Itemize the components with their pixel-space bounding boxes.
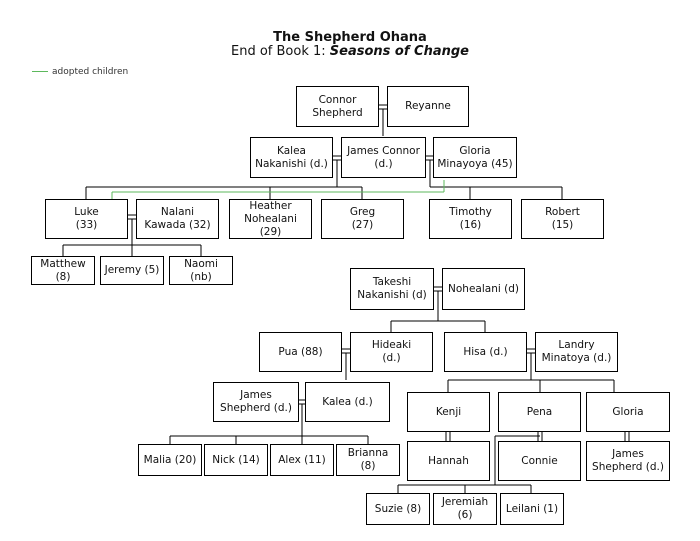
person-hisa: Hisa (d.)	[444, 332, 527, 372]
person-james-connor: James Connor (d.)	[341, 137, 426, 178]
legend-label: adopted children	[52, 67, 129, 77]
person-jeremy: Jeremy (5)	[100, 256, 164, 285]
diagram-subtitle: End of Book 1: Seasons of Change	[0, 44, 700, 59]
diagram-title: The Shepherd Ohana	[273, 30, 427, 45]
legend-swatch	[32, 71, 48, 72]
person-hideaki: Hideaki (d.)	[350, 332, 433, 372]
person-connie: Connie	[498, 441, 581, 481]
person-jeremiah: Jeremiah (6)	[433, 493, 497, 525]
person-leilani: Leilani (1)	[500, 493, 564, 525]
person-robert: Robert (15)	[521, 199, 604, 239]
person-kalea-nakanishi: Kalea Nakanishi (d.)	[250, 137, 333, 178]
person-connor-shepherd: Connor Shepherd	[296, 86, 379, 127]
person-luke: Luke (33)	[45, 199, 128, 239]
person-alex: Alex (11)	[270, 444, 334, 476]
person-brianna: Brianna (8)	[336, 444, 400, 476]
person-james-shepherd: James Shepherd (d.)	[213, 382, 299, 422]
subtitle-book: Seasons of Change	[329, 44, 469, 59]
person-gloria: Gloria	[586, 392, 670, 432]
person-kalea: Kalea (d.)	[305, 382, 390, 422]
person-pena: Pena	[498, 392, 581, 432]
person-reyanne: Reyanne	[387, 86, 469, 127]
person-heather-nohealani: Heather Nohealani (29)	[229, 199, 312, 239]
person-james-shepherd-2: James Shepherd (d.)	[586, 441, 670, 481]
person-nalani-kawada: Nalani Kawada (32)	[136, 199, 219, 239]
legend: adopted children	[32, 67, 128, 77]
person-hannah: Hannah	[407, 441, 490, 481]
person-kenji: Kenji	[407, 392, 490, 432]
person-takeshi-nakanishi: Takeshi Nakanishi (d)	[350, 268, 434, 310]
person-naomi: Naomi (nb)	[169, 256, 233, 285]
subtitle-prefix: End of Book 1:	[231, 44, 330, 59]
person-pua: Pua (88)	[259, 332, 342, 372]
person-gloria-minayoya: Gloria Minayoya (45)	[433, 137, 517, 178]
person-timothy: Timothy (16)	[429, 199, 512, 239]
person-greg: Greg (27)	[321, 199, 404, 239]
person-malia: Malia (20)	[138, 444, 202, 476]
person-landry-minatoya: Landry Minatoya (d.)	[535, 332, 618, 372]
person-matthew: Matthew (8)	[31, 256, 95, 285]
person-nohealani: Nohealani (d)	[442, 268, 525, 310]
person-nick: Nick (14)	[204, 444, 268, 476]
person-suzie: Suzie (8)	[366, 493, 430, 525]
